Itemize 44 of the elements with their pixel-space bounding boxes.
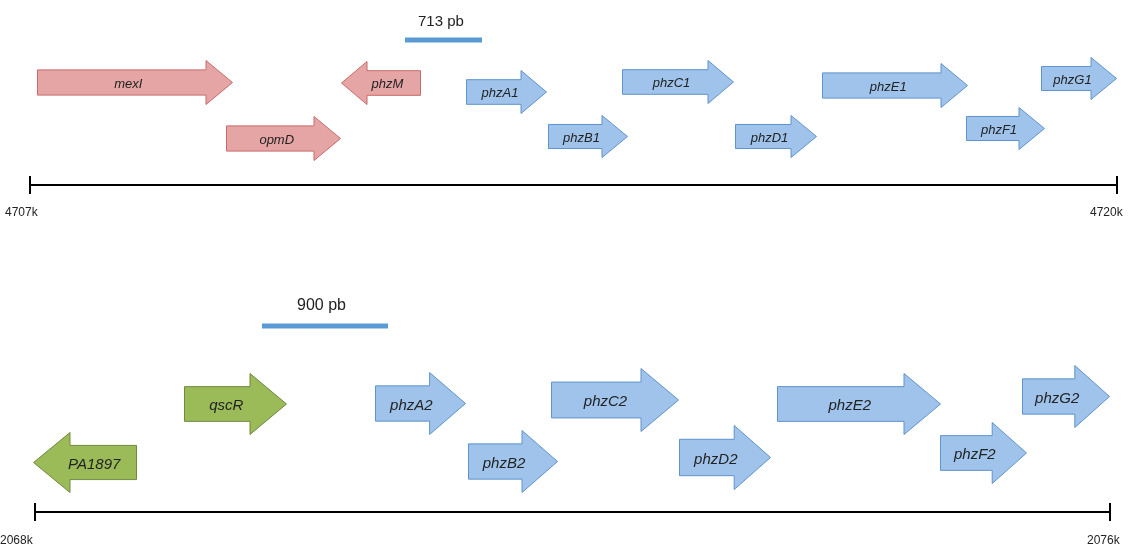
gene-shape <box>1041 57 1117 100</box>
gene-label: phzF2 <box>953 444 996 462</box>
gene-label: phzG1 <box>1053 71 1092 86</box>
gene-shape <box>777 373 941 435</box>
gene-label: phzM <box>371 75 404 91</box>
gene-label: phzB2 <box>482 453 526 470</box>
gene-label: opmD <box>259 131 295 146</box>
gene-shape <box>375 372 466 435</box>
gene-shape <box>1022 365 1110 428</box>
gene-shape <box>33 432 137 493</box>
scale-bar-label: 900 pb <box>297 296 346 314</box>
gene-shape <box>622 60 734 104</box>
gene-label: phzF1 <box>980 121 1018 136</box>
gene-shape <box>226 116 341 161</box>
gene-label: phzA2 <box>390 395 433 412</box>
coordinate-label: 4707k <box>5 205 38 219</box>
gene-shape <box>735 115 817 158</box>
gene-shape <box>822 63 968 108</box>
gene-label: phzE2 <box>828 395 871 413</box>
gene-shape <box>341 61 421 105</box>
gene-shape <box>548 115 628 158</box>
gene-label: phzG2 <box>1035 388 1080 405</box>
gene-label: qscR <box>209 395 244 413</box>
gene-shape <box>468 430 558 493</box>
gene-label: phzD2 <box>694 449 738 466</box>
coordinate-label: 2068k <box>0 533 33 547</box>
gene-label: mexI <box>114 75 143 90</box>
gene-shape <box>37 60 233 105</box>
coordinate-label: 4720k <box>1090 205 1123 219</box>
gene-shape <box>184 373 287 435</box>
gene-label: phzD1 <box>750 129 789 144</box>
coordinate-label: 2076k <box>1087 533 1120 547</box>
gene-label: PA1897 <box>68 454 121 471</box>
gene-label: phzC1 <box>652 74 691 90</box>
gene-shape <box>551 368 679 432</box>
gene-shape <box>679 425 771 490</box>
gene-label: phzC2 <box>583 391 628 409</box>
gene-label: phzE1 <box>869 78 907 93</box>
gene-label: phzA1 <box>481 84 519 100</box>
gene-shape <box>466 70 547 114</box>
gene-shape <box>966 107 1045 150</box>
gene-shape <box>940 422 1027 484</box>
gene-label: phzB1 <box>563 129 600 144</box>
scale-bar-label: 713 pb <box>418 12 464 29</box>
